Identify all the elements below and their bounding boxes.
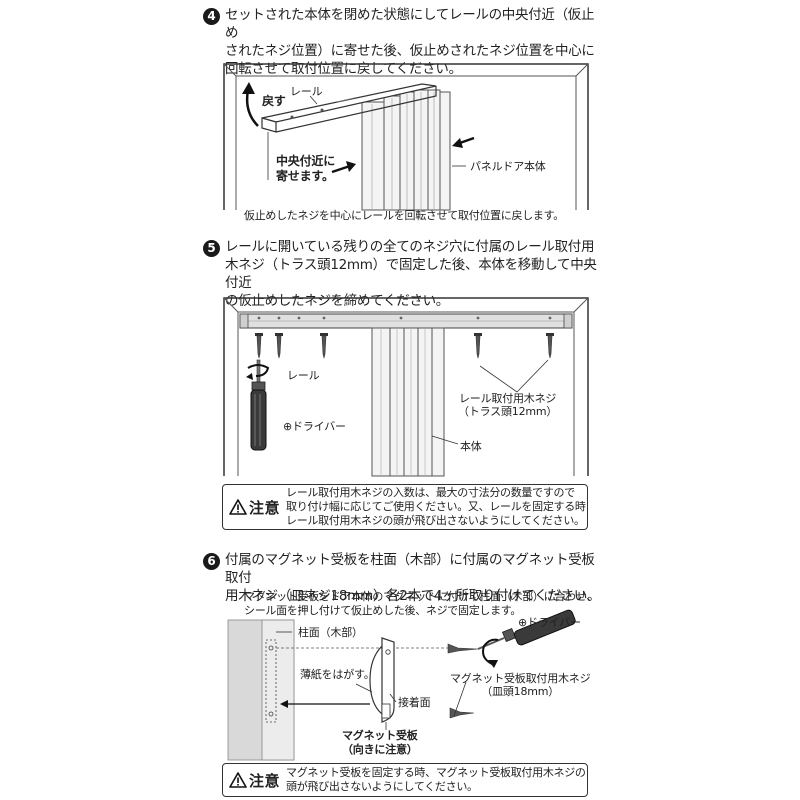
- caution-notice-2: 注意 マグネット受板を固定する時、マグネット受板取付用木ネジの 頭が飛び出さない…: [222, 763, 588, 797]
- step-6-caption: マグネット受板をドア本体のマグネットに付けて柱面（木部）に合わせ、 シール面を押…: [244, 590, 598, 617]
- step-4-caption: 仮止めしたネジを中心にレールを回転させて取付位置に戻します。: [244, 209, 564, 222]
- plate-label: マグネット受板 （向きに注意）: [342, 729, 418, 756]
- warning-icon: [229, 499, 247, 515]
- step-6-illustration: [227, 609, 576, 761]
- step-5: 5 レールに開いている残りの全てのネジ穴に付属のレール取付用 木ネジ（トラス頭1…: [203, 238, 603, 310]
- driver-label: ⊕ドライバー: [283, 420, 346, 433]
- notice-title: 注意: [249, 498, 281, 517]
- driver-label: ⊕ドライバー: [518, 616, 581, 629]
- step-instruction: 付属のマグネット受板を柱面（木部）に付属のマグネット受板取付 用木ネジ（皿ネジ1…: [225, 552, 601, 604]
- step-number: 4: [203, 8, 220, 25]
- return-label: 戻す: [262, 94, 286, 108]
- door-body-label: パネルドア本体: [470, 160, 546, 173]
- step-instruction: セットされた本体を閉めた状態にしてレールの中央付近（仮止め されたネジ位置）に寄…: [225, 7, 595, 77]
- notice-text: マグネット受板を固定する時、マグネット受板取付用木ネジの 頭が飛び出さないように…: [286, 766, 586, 793]
- notice-text: レール取付用木ネジの入数は、最大の寸法分の数量ですので 取り付け幅に応じてご使用…: [286, 486, 586, 527]
- rail-label: レール: [290, 85, 323, 98]
- step-4: 4 セットされた本体を閉めた状態にしてレールの中央付近（仮止め されたネジ位置）…: [203, 6, 603, 78]
- adhesive-label: 接着面: [398, 696, 431, 709]
- notice-title: 注意: [249, 771, 281, 790]
- step-number: 5: [203, 240, 220, 257]
- pillar-label: 柱面（木部）: [298, 626, 363, 639]
- warning-icon: [229, 772, 247, 788]
- step-5-illustration: [223, 297, 589, 477]
- step-number: 6: [203, 553, 220, 570]
- step-4-illustration: [223, 63, 589, 211]
- center-label: 中央付近に 寄せます。: [276, 154, 336, 183]
- screw-label: マグネット受板取付用木ネジ （皿頭18mm）: [450, 672, 591, 698]
- body-label: 本体: [460, 440, 482, 453]
- screw-label: レール取付用木ネジ （トラス頭12mm）: [458, 392, 558, 418]
- peel-label: 薄紙をはがす。: [300, 668, 375, 681]
- step-instruction: レールに開いている残りの全てのネジ穴に付属のレール取付用 木ネジ（トラス頭12m…: [225, 239, 597, 309]
- rail-label: レール: [287, 369, 320, 382]
- caution-notice-1: 注意 レール取付用木ネジの入数は、最大の寸法分の数量ですので 取り付け幅に応じて…: [222, 484, 588, 530]
- step-6: 6 付属のマグネット受板を柱面（木部）に付属のマグネット受板取付 用木ネジ（皿ネ…: [203, 551, 603, 605]
